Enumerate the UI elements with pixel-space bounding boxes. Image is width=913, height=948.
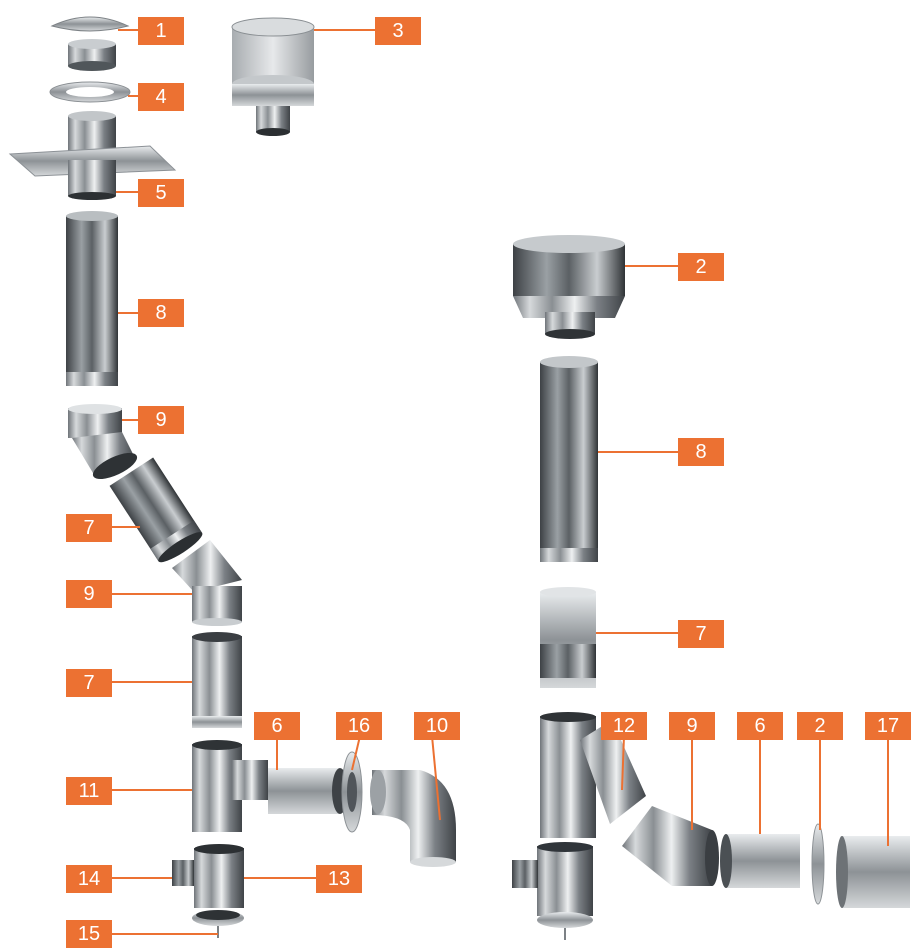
part-17-terminal (836, 836, 910, 908)
part-3-spark-arrestor-cap (231, 17, 315, 136)
part-9-elbow-lower (172, 540, 242, 626)
label-part-14: 14 (66, 865, 112, 893)
label-part-9-top: 9 (138, 406, 184, 434)
label-part-7-vertical: 7 (66, 669, 112, 697)
part-7-angled-pipe (109, 457, 203, 563)
label-part-2-ring: 2 (797, 712, 843, 740)
label-part-8-right: 8 (678, 438, 724, 466)
part-7-vertical-pipe (192, 632, 242, 728)
label-part-15: 15 (66, 920, 112, 948)
part-8-pipe-right (540, 356, 598, 562)
part-15-condensate-cap (192, 910, 244, 938)
label-part-12: 12 (601, 712, 647, 740)
label-part-9-lower: 9 (66, 580, 112, 608)
label-part-6-left: 6 (254, 712, 300, 740)
part-6-adapter-left (268, 768, 348, 814)
part-tee-bottom-right (512, 842, 593, 940)
part-2-ring-right (811, 823, 825, 905)
part-4-collar-ring (49, 81, 131, 103)
leader-lines (112, 29, 889, 935)
label-part-1: 1 (138, 17, 184, 45)
label-part-7-right: 7 (678, 620, 724, 648)
part-13-inspection-tee (172, 844, 244, 908)
label-part-16: 16 (336, 712, 382, 740)
label-part-17: 17 (865, 712, 911, 740)
part-1-rain-cap (50, 16, 130, 71)
part-5-roof-flashing (8, 111, 177, 200)
label-part-4: 4 (138, 83, 184, 111)
part-9-elbow-right (622, 806, 719, 886)
label-part-3: 3 (375, 17, 421, 45)
part-8-pipe-left (66, 211, 118, 386)
label-part-2-cap: 2 (678, 253, 724, 281)
part-16-wall-plate (341, 751, 363, 833)
part-9-elbow-top (68, 404, 138, 480)
label-part-7-angled: 7 (66, 514, 112, 542)
label-part-10: 10 (414, 712, 460, 740)
part-12-tee-45 (540, 712, 646, 838)
label-part-5: 5 (138, 179, 184, 207)
part-11-tee (192, 740, 268, 832)
part-7-pipe-right (540, 587, 596, 688)
label-part-13: 13 (316, 865, 362, 893)
label-part-8-left: 8 (138, 299, 184, 327)
label-part-11: 11 (66, 777, 112, 805)
part-6-adapter-right (720, 834, 800, 888)
label-part-6-right: 6 (737, 712, 783, 740)
label-part-9-right: 9 (669, 712, 715, 740)
part-2-cap-right (513, 235, 625, 339)
part-10-elbow-90 (370, 770, 456, 867)
